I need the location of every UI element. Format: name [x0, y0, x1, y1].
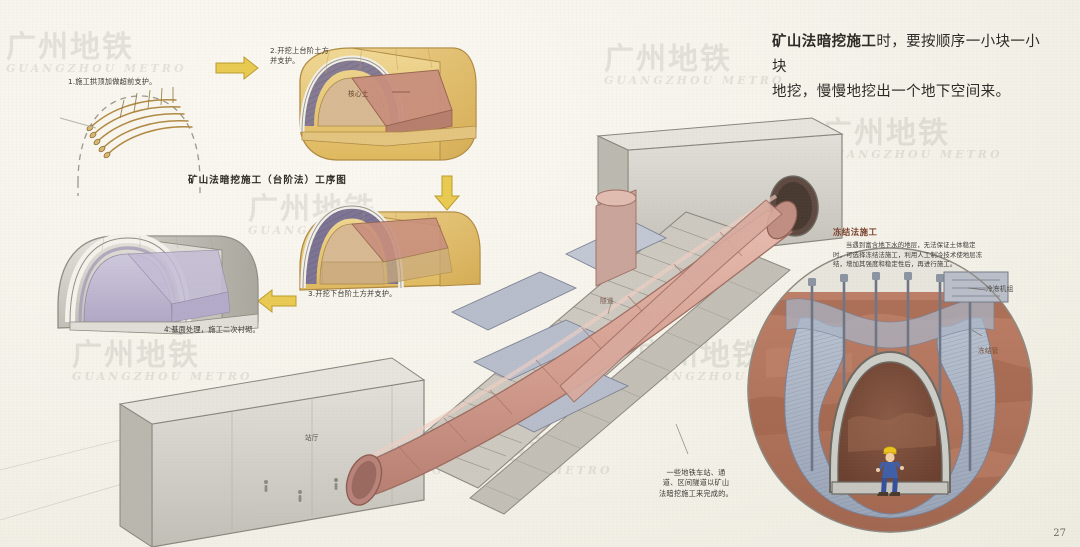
diagram-step-1	[59, 87, 201, 196]
sequence-diagram-title: 矿山法暗挖施工（台阶法）工序图	[188, 175, 347, 186]
hall-figures	[264, 478, 338, 502]
page-headline: 矿山法暗挖施工时，要按顺序一小块一小块 地挖，慢慢地挖出一个地下空间来。	[772, 30, 1044, 105]
headline-rest: 时，要按顺序一小块一小块	[772, 34, 1041, 75]
flow-arrow-2	[433, 175, 461, 211]
headline-strong: 矿山法暗挖施工	[772, 34, 877, 50]
tunnel-label: 隧道	[600, 297, 614, 305]
vertical-shaft	[595, 189, 637, 287]
freeze-inset-body: 当遇到富含地下水的地层，无法保证土体稳定时，可选择冻结法施工，利用人工制冷技术使…	[833, 241, 983, 269]
station-scene	[0, 117, 844, 547]
step-4-caption: 4.基面处理，施工二次衬砌。	[164, 325, 260, 334]
page-number: 27	[1053, 528, 1066, 539]
freeze-method-inset	[747, 247, 1033, 533]
diagram-step-3	[299, 203, 481, 291]
worker-figure	[876, 446, 904, 496]
scene-note-line2: 道、区间隧道以矿山	[662, 478, 730, 488]
step-1-caption: 1.施工拱顶加做超前支护。	[68, 77, 157, 86]
freeze-inset-text: 冻结法施工 当遇到富含地下水的地层，无法保证土体稳定时，可选择冻结法施工，利用人…	[833, 226, 983, 270]
scene-note: 一些地铁车站、通 道、区间隧道以矿山 法暗挖施工来完成的。	[636, 468, 756, 499]
freeze-inset-title: 冻结法施工	[833, 227, 878, 237]
freeze-pipe-label: 冻结管	[978, 347, 999, 355]
freeze-pipes	[810, 278, 972, 472]
flow-arrow-3	[257, 288, 297, 314]
headline-line2: 地挖，慢慢地挖出一个地下空间来。	[772, 83, 1011, 100]
diagram-step-2	[299, 47, 477, 161]
step-3-caption: 3.开挖下台阶土方并支护。	[308, 289, 397, 298]
core-soil-label: 核心土	[348, 90, 369, 98]
chiller-unit-label: 冷冻机组	[986, 285, 1014, 293]
scene-note-line1: 一些地铁车站、通	[666, 468, 726, 477]
step-2-caption: 2.开挖上台阶土方 并支护。	[270, 46, 329, 66]
flow-arrow-1	[215, 55, 259, 81]
station-hall-label: 站厅	[305, 434, 319, 442]
scene-note-line3: 法暗挖施工来完成的。	[659, 488, 733, 498]
diagram-step-4	[57, 232, 259, 335]
